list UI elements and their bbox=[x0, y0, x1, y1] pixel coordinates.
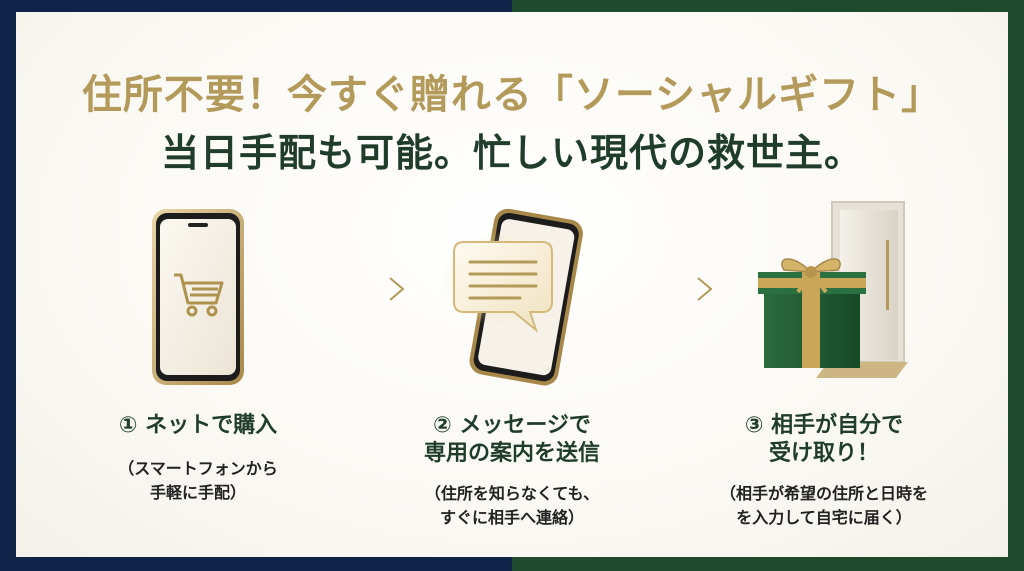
step-1-title: ① ネットで購入 bbox=[68, 412, 328, 440]
step-1-desc-line: 手軽に手配） bbox=[149, 483, 246, 502]
step-3-desc-line: （相手が希望の住所と日時を bbox=[719, 484, 928, 503]
step-2-description: （住所を知らなくても、 すぐに相手へ連絡） bbox=[372, 482, 652, 530]
gift-box-icon bbox=[758, 258, 866, 368]
step-1-desc-line: （スマートフォンから bbox=[118, 459, 278, 478]
phone-message-illustration bbox=[441, 208, 583, 386]
step-3-description: （相手が希望の住所と日時を を入力して自宅に届く） bbox=[684, 482, 964, 530]
phone-cart-illustration bbox=[152, 209, 244, 385]
arrow-right-icon bbox=[300, 277, 405, 301]
step-3-desc-line: を入力して自宅に届く） bbox=[736, 508, 912, 527]
message-bubble-icon bbox=[453, 241, 553, 333]
step-2-title: ② メッセージで 専用の案内を送信 bbox=[382, 412, 642, 468]
step-2-title-line: 専用の案内を送信 bbox=[423, 441, 600, 466]
gift-door-illustration bbox=[758, 201, 908, 378]
step-2-desc-line: すぐに相手へ連絡） bbox=[439, 508, 584, 527]
content-card: 住所不要！今すぐ贈れる「ソーシャルギフト」 当日手配も可能。忙しい現代の救世主。 bbox=[16, 12, 1008, 557]
step-3-title-line: ③ 相手が自分で bbox=[744, 413, 904, 438]
step-3-title-line: 受け取り！ bbox=[768, 441, 879, 466]
arrow-right-icon bbox=[608, 277, 713, 301]
step-1-title-line: ① ネットで購入 bbox=[118, 413, 278, 438]
step-1-description: （スマートフォンから 手軽に手配） bbox=[58, 457, 338, 505]
headline-main: 住所不要！今すぐ贈れる「ソーシャルギフト」 bbox=[81, 72, 943, 118]
headline-sub: 当日手配も可能。忙しい現代の救世主。 bbox=[160, 131, 863, 175]
step-2-title-line: ② メッセージで bbox=[433, 413, 591, 438]
step-3-title: ③ 相手が自分で 受け取り！ bbox=[694, 412, 954, 468]
shopping-cart-icon bbox=[174, 273, 224, 317]
step-2-desc-line: （住所を知らなくても、 bbox=[424, 484, 600, 503]
